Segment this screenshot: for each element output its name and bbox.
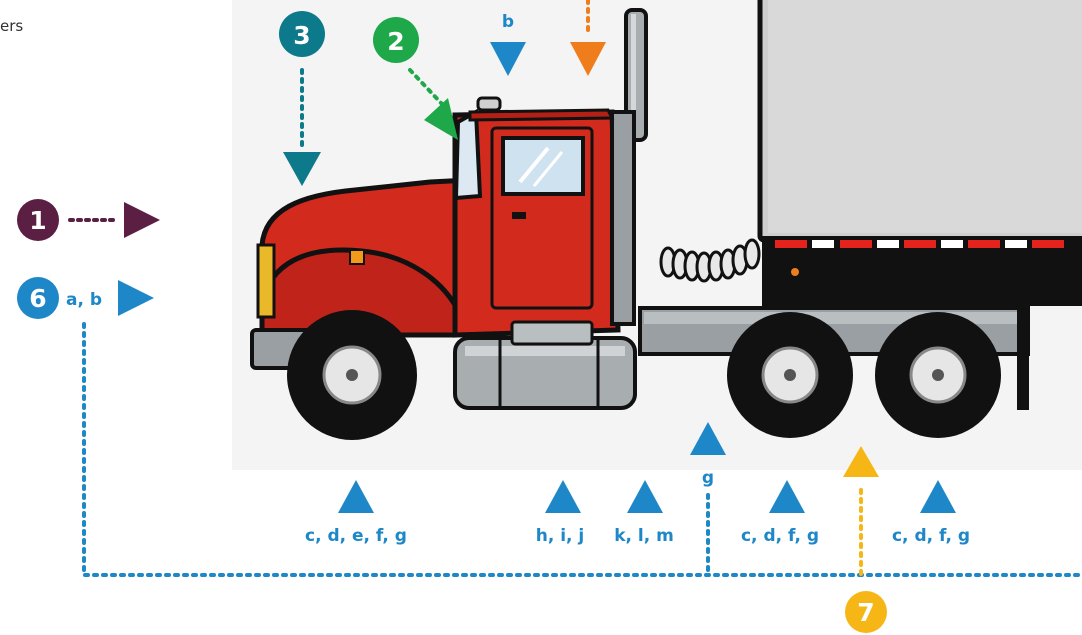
rear-wheel-1 <box>727 312 853 438</box>
callout-7-number: 7 <box>857 598 874 627</box>
rear-wheel-1-arrow <box>769 480 805 513</box>
rear-wheel-2-arrow <box>920 480 956 513</box>
rear-wheel-2 <box>875 312 1001 438</box>
callout-6-arrow <box>118 280 154 316</box>
fuel-tank <box>455 338 635 408</box>
front-wheel-arrow <box>338 480 374 513</box>
step-label: k, l, m <box>614 526 674 546</box>
cab-step <box>512 322 592 344</box>
tank-label: h, i, j <box>536 526 585 546</box>
callout-1-number: 1 <box>29 206 46 235</box>
rear-wheel-2-label: c, d, f, g <box>892 526 970 546</box>
callout-1-arrow <box>124 202 160 238</box>
trailer-marker-light <box>791 268 799 276</box>
callout-2-number: 2 <box>387 27 404 56</box>
callout-6-label: a, b <box>66 290 102 310</box>
top-b-label: b <box>502 12 514 32</box>
trailer <box>760 0 1082 306</box>
front-wheel <box>287 310 417 440</box>
callout-6-number: 6 <box>29 284 46 313</box>
frame-label: g <box>702 468 714 488</box>
tank-arrow <box>545 480 581 513</box>
trailer-reflector-strip <box>775 240 1064 248</box>
rear-wheel-1-label: c, d, f, g <box>741 526 819 546</box>
callout-3-number: 3 <box>293 21 310 50</box>
step-arrow <box>627 480 663 513</box>
front-wheel-label: c, d, e, f, g <box>305 526 407 546</box>
